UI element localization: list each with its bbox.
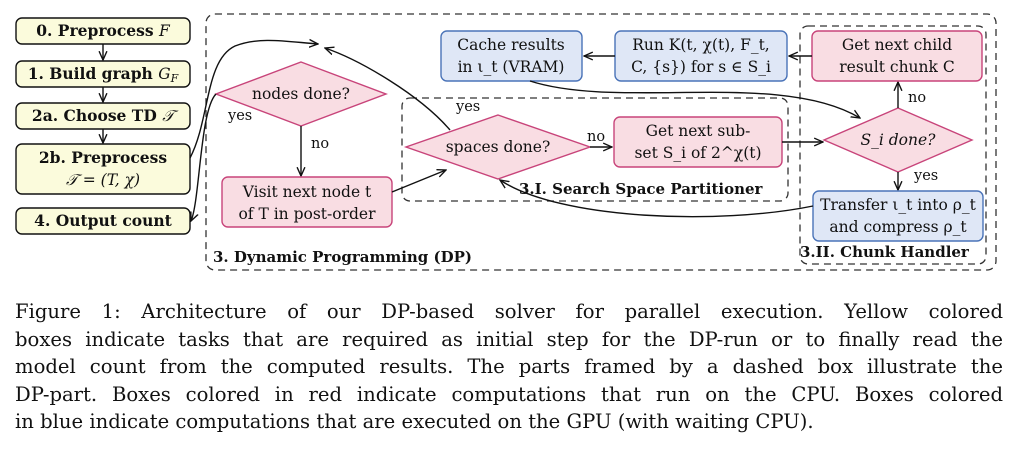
next-subset-line1: Get next sub- <box>646 122 751 140</box>
caption-line-3: model count from the computed results. T… <box>15 355 1003 379</box>
caption-line-5: in blue indicate computations that are e… <box>15 410 814 434</box>
architecture-diagram: 3. Dynamic Programming (DP) 3.I. Search … <box>15 13 997 271</box>
caption-line-4: DP-part. Boxes colored in red indicate c… <box>15 382 1003 406</box>
spaces-done-label: spaces done? <box>446 138 551 156</box>
svg-text:0. Preprocess F: 0. Preprocess F <box>36 21 171 40</box>
nodes-done-yes-label: yes <box>227 108 252 124</box>
cache-results-line1: Cache results <box>457 36 565 54</box>
si-done-label: S_i done? <box>861 131 937 149</box>
step-build-graph-label: 1. Build graph <box>28 64 153 83</box>
step-build-graph: 1. Build graph GF <box>15 60 191 88</box>
figure-caption: Figure 1: Architecture of our DP-based s… <box>15 298 1003 436</box>
caption-line-1: Figure 1: Architecture of our DP-based s… <box>15 300 1003 323</box>
transfer-line2: and compress ρ_t <box>829 218 967 236</box>
cache-results-line2: in ι_t (VRAM) <box>458 58 565 76</box>
step-preprocess-td-line1: 2b. Preprocess <box>39 148 167 167</box>
run-k-line1: Run K(t, χ(t), F_t, <box>632 36 770 54</box>
nodes-done-decision: nodes done? <box>214 61 388 127</box>
run-k-line2: C, {s}) for s ∈ S_i <box>631 58 771 76</box>
si-done-no-label: no <box>908 90 926 106</box>
arrow-spaces-done-yes <box>325 48 451 131</box>
chunk-handler-frame-label: 3.II. Chunk Handler <box>800 243 970 261</box>
step-choose-td: 2a. Choose TD 𝒯 <box>15 102 191 130</box>
nodes-done-label: nodes done? <box>252 85 350 103</box>
step-choose-td-label: 2a. Choose TD <box>32 106 157 125</box>
nodes-done-no-label: no <box>311 136 329 152</box>
next-subset-line2: set S_i of 2^χ(t) <box>634 144 761 162</box>
visit-next-node-line2: of T in post-order <box>238 205 376 223</box>
partitioner-frame <box>401 97 789 202</box>
next-subset-box: Get next sub- set S_i of 2^χ(t) <box>613 116 783 168</box>
si-done-yes-label: yes <box>913 168 938 184</box>
svg-text:1. Build graph GF: 1. Build graph GF <box>28 64 179 85</box>
next-chunk-box: Get next child result chunk C <box>811 30 983 82</box>
dp-frame-label: 3. Dynamic Programming (DP) <box>213 248 472 266</box>
step-build-graph-sub: F <box>170 72 179 85</box>
svg-text:2a. Choose TD 𝒯: 2a. Choose TD 𝒯 <box>32 106 179 125</box>
spaces-done-decision: spaces done? <box>403 114 593 180</box>
step-build-graph-math: G <box>158 65 170 83</box>
step-output-count-label: 4. Output count <box>34 211 172 230</box>
visit-next-node-box: Visit next node t of T in post-order <box>221 176 393 228</box>
chunk-handler-frame <box>799 25 987 265</box>
arrow-nodes-done-yes <box>191 93 217 221</box>
visit-next-node-line1: Visit next node t <box>242 183 372 201</box>
transfer-line1: Transfer ι_t into ρ_t <box>820 196 976 214</box>
step-preprocess-td-line2: 𝒯 = (T, χ) <box>66 171 140 189</box>
step-preprocess-math: F <box>158 22 171 40</box>
arrow-preprocess-td-to-dp <box>189 40 318 159</box>
arrow-visit-to-spaces-done <box>391 170 446 193</box>
step-preprocess-td: 2b. Preprocess 𝒯 = (T, χ) <box>15 143 191 195</box>
arrow-cache-to-si-done <box>529 80 860 118</box>
next-chunk-line1: Get next child <box>842 36 952 54</box>
step-preprocess: 0. Preprocess F <box>15 17 191 45</box>
transfer-box: Transfer ι_t into ρ_t and compress ρ_t <box>812 190 984 242</box>
run-k-box: Run K(t, χ(t), F_t, C, {s}) for s ∈ S_i <box>614 30 788 82</box>
si-done-decision: S_i done? <box>822 107 974 173</box>
arrow-transfer-to-spaces-done <box>500 180 814 218</box>
spaces-done-no-label: no <box>587 129 605 145</box>
caption-line-2: boxes indicate tasks that are required a… <box>15 327 1003 351</box>
spaces-done-yes-label: yes <box>455 99 480 115</box>
dp-frame <box>205 13 997 271</box>
partitioner-frame-label: 3.I. Search Space Partitioner <box>519 180 764 198</box>
cache-results-box: Cache results in ι_t (VRAM) <box>440 30 583 82</box>
step-output-count: 4. Output count <box>15 207 191 235</box>
step-preprocess-label: 0. Preprocess <box>36 21 154 40</box>
next-chunk-line2: result chunk C <box>839 58 954 76</box>
